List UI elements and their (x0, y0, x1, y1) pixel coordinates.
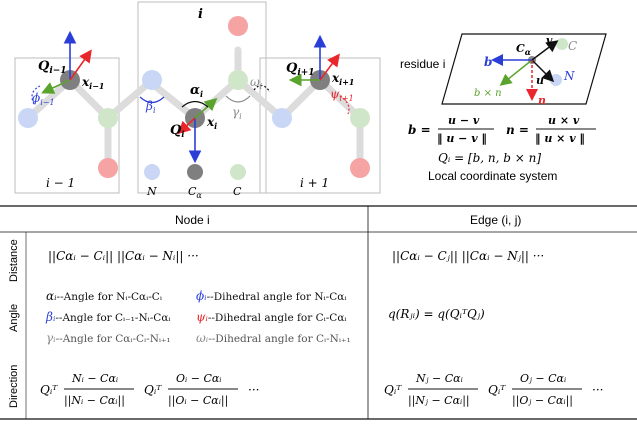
label-q-left: Qi−1 (38, 59, 67, 76)
label-x-left: xi−1 (81, 75, 104, 91)
direction-term: Qᵢᵀ Nⱼ − Cαᵢ ||Nⱼ − Cαᵢ|| (384, 372, 478, 408)
direction-edge-terms: Qᵢᵀ Nⱼ − Cαᵢ ||Nⱼ − Cαᵢ|| Qᵢᵀ Oⱼ − Cαᵢ ||Oⱼ −… (384, 372, 603, 408)
svg-text:u − v: u − v (448, 114, 480, 127)
label-x-center: xi (206, 115, 217, 131)
atom-c-center (228, 70, 248, 90)
label-q-center: Qi (170, 123, 184, 139)
label-omega: ωi (250, 75, 263, 91)
svg-text:Nⱼ − Cαᵢ: Nⱼ − Cαᵢ (415, 372, 463, 385)
frame-plane (441, 33, 607, 105)
distance-edge: ||Cαᵢ − Cⱼ|| ||Cαᵢ − Nⱼ|| ··· (392, 249, 544, 263)
label-box-left: i − 1 (46, 176, 75, 190)
svg-text:C: C (568, 39, 577, 53)
row-label-direction: Direction (8, 365, 20, 408)
direction-node-terms: Qᵢᵀ Nᵢ − Cαᵢ ||Nᵢ − Cαᵢ|| Qᵢᵀ Oᵢ − Cαᵢ ||Oᵢ −… (40, 372, 259, 408)
atoms (18, 16, 370, 180)
atom-n-center (142, 70, 162, 90)
svg-text:n =: n = (506, 123, 529, 137)
legend-atom-n (144, 164, 160, 180)
row-label-distance: Distance (8, 239, 20, 282)
angle-item: βᵢ--Angle for Cᵢ₋₁-Nᵢ-Cαᵢ (45, 310, 171, 324)
svg-text:‖ u × v ‖: ‖ u × v ‖ (535, 132, 585, 145)
svg-text:Oᵢ − Cαᵢ: Oᵢ − Cαᵢ (176, 372, 222, 385)
svg-text:n: n (538, 94, 546, 107)
row-label-angle: Angle (8, 304, 20, 332)
legend-atom-c (230, 164, 246, 180)
svg-text:v: v (546, 34, 553, 47)
label-alpha: αi (190, 83, 203, 99)
angle-item: αᵢ--Angle for Nᵢ-Cαᵢ-Cᵢ (46, 289, 162, 303)
distance-node: ||Cαᵢ − Cᵢ|| ||Cαᵢ − Nᵢ|| ··· (48, 249, 199, 263)
svg-text:Nᵢ − Cαᵢ: Nᵢ − Cαᵢ (71, 372, 118, 385)
svg-text:Qᵢᵀ: Qᵢᵀ (40, 383, 58, 397)
label-x-right: xi+1 (331, 71, 354, 87)
svg-text:Qᵢᵀ: Qᵢᵀ (144, 383, 162, 397)
direction-ellipsis: ··· (592, 383, 603, 397)
svg-text:Qᵢᵀ: Qᵢᵀ (384, 383, 402, 397)
angle-item: ϕᵢ--Dihedral angle for Nᵢ-Cαᵢ (196, 289, 346, 303)
svg-text:||Oⱼ − Cαᵢ||: ||Oⱼ − Cαᵢ|| (512, 394, 573, 408)
label-psi-right: ψi+1 (330, 87, 354, 103)
label-box-right: i + 1 (300, 176, 329, 190)
angle-item: γᵢ--Angle for Cαᵢ-Cᵢ-Nᵢ₊₁ (46, 331, 171, 345)
label-box-center: i (198, 7, 203, 22)
frame-caption: Local coordinate system (428, 169, 557, 183)
direction-term: Qᵢᵀ Nᵢ − Cαᵢ ||Nᵢ − Cαᵢ|| (40, 372, 134, 408)
svg-text:b: b (484, 55, 492, 69)
legend-label-ca: Cα (188, 185, 202, 200)
svg-text:Oⱼ − Cαᵢ: Oⱼ − Cαᵢ (520, 372, 566, 385)
atom-c-left (98, 108, 118, 128)
angle-edge: q(Rⱼᵢ) = q(QᵢᵀQⱼ) (388, 307, 485, 321)
table-header-edge: Edge (i, j) (470, 213, 521, 227)
svg-text:N: N (563, 69, 575, 83)
residue-box-left (14, 57, 120, 194)
angle-item: ψᵢ--Dihedral angle for Cᵢ-Cαᵢ (196, 310, 347, 324)
svg-text:‖ u − v ‖: ‖ u − v ‖ (437, 132, 487, 145)
svg-text:b × n: b × n (474, 88, 502, 99)
angle-arcs (31, 84, 350, 115)
legend-label-n: N (146, 185, 157, 198)
atom-o-right (350, 158, 370, 178)
atom-n-left (18, 108, 38, 128)
svg-text:Qᵢᵀ: Qᵢᵀ (488, 383, 506, 397)
frame-q-equation: Qᵢ = [b, n, b × n] (438, 151, 541, 165)
svg-text:||Nⱼ − Cαᵢ||: ||Nⱼ − Cαᵢ|| (408, 394, 470, 408)
angle-node-items: αᵢ--Angle for Nᵢ-Cαᵢ-Cᵢ βᵢ--Angle for Cᵢ₋… (45, 289, 351, 345)
svg-text:u × v: u × v (548, 114, 580, 127)
direction-term: Qᵢᵀ Oⱼ − Cαᵢ ||Oⱼ − Cαᵢ|| (488, 372, 582, 408)
legend-label-c: C (233, 185, 242, 198)
frame-arrows (41, 30, 340, 164)
svg-text:||Nᵢ − Cαᵢ||: ||Nᵢ − Cαᵢ|| (64, 394, 125, 408)
direction-ellipsis: ··· (248, 383, 259, 397)
label-q-right: Qi+1 (286, 61, 315, 78)
frame-residue-label: residue i (400, 57, 445, 71)
label-beta: βi (145, 99, 156, 115)
residue-box-center (137, 1, 267, 194)
atom-c-right (350, 108, 370, 128)
feature-table: Node i Edge (i, j) Distance Angle Direct… (0, 205, 637, 420)
direction-term: Qᵢᵀ Oᵢ − Cαᵢ ||Oᵢ − Cαᵢ|| (144, 372, 238, 408)
svg-text:Cα: Cα (516, 42, 531, 57)
legend-atom-ca (187, 164, 203, 180)
atom-n-right (272, 108, 292, 128)
svg-text:||Oᵢ − Cαᵢ||: ||Oᵢ − Cαᵢ|| (168, 394, 228, 408)
label-gamma: γi (232, 105, 242, 121)
angle-item: ωᵢ--Dihedral angle for Cᵢ-Nᵢ₊₁ (196, 331, 351, 345)
atom-o-left (98, 158, 118, 178)
table-header-node: Node i (175, 213, 210, 227)
svg-text:b =: b = (408, 123, 431, 137)
label-phi-left: ϕi−1 (32, 91, 55, 107)
svg-text:u: u (536, 74, 544, 87)
local-frame-panel: residue i Cα C N v u b n b × n b = u − v… (400, 33, 607, 183)
atom-o-center (228, 16, 248, 36)
